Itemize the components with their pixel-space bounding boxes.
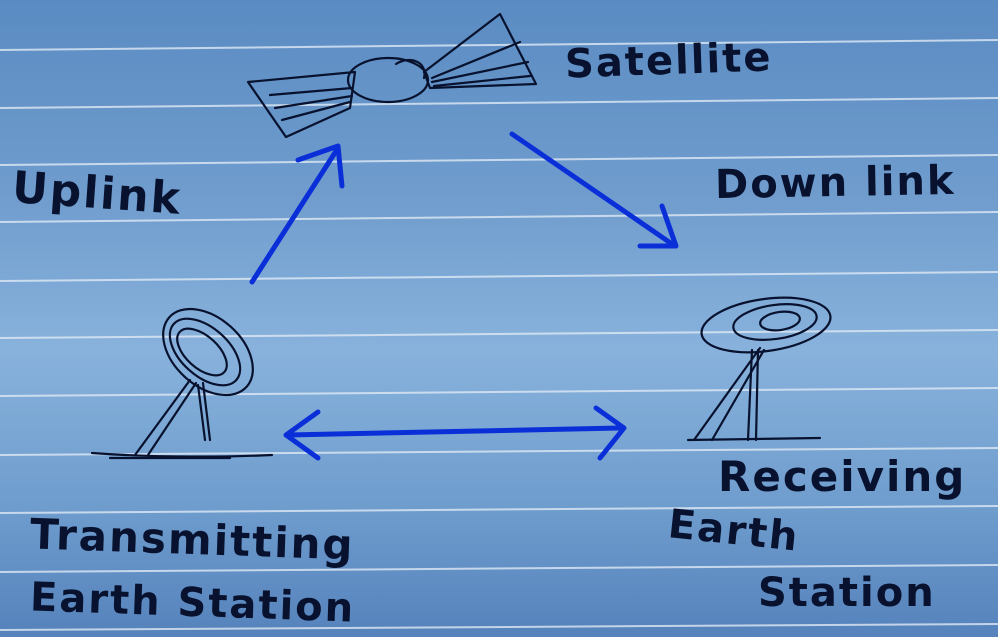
satellite-label: Satellite [564, 34, 773, 87]
receiving-label-line1: Receiving [718, 452, 966, 501]
uplink-arrow [252, 146, 342, 282]
downlink-arrow [512, 134, 676, 246]
receiving-label-line3: Station [758, 570, 936, 616]
ground-link-arrow [286, 408, 624, 458]
downlink-label: Down link [715, 158, 956, 208]
